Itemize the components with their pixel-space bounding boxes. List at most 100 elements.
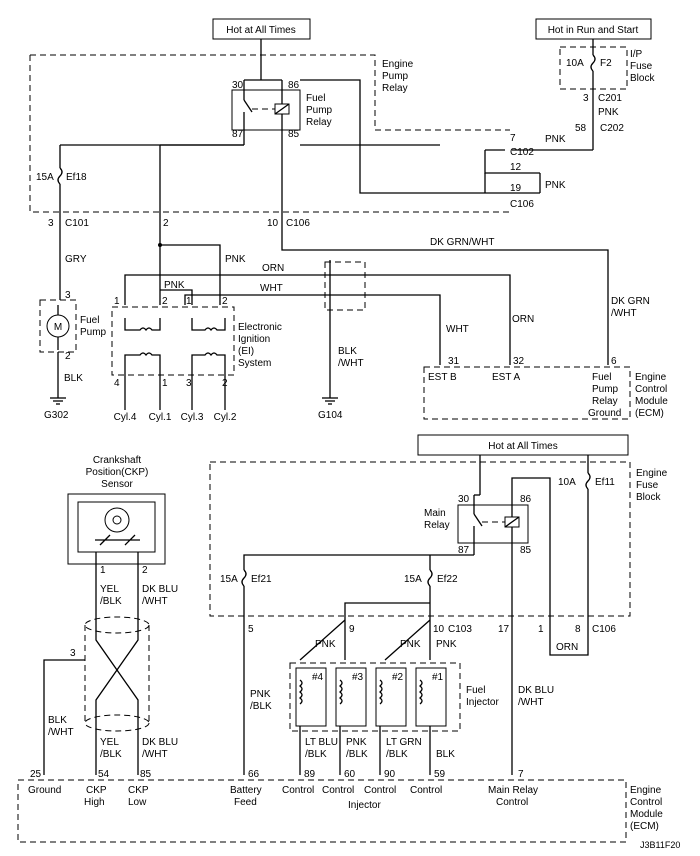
- epr-label-1: Engine: [382, 59, 414, 70]
- efb-pin-10: 10: [433, 624, 445, 635]
- inj-2: #2: [392, 672, 404, 683]
- ecm-pin-6: 6: [611, 356, 617, 367]
- engine-fuse-block: [209, 461, 631, 617]
- efb-1: Engine: [636, 468, 668, 479]
- ckp-3: Sensor: [101, 479, 133, 490]
- cyl-2: Cyl.2: [214, 412, 237, 423]
- epr-label-3: Relay: [382, 83, 408, 94]
- mr-pin-86: 86: [520, 494, 532, 505]
- pnkblk-2: /BLK: [346, 749, 368, 760]
- mr-pin-87: 87: [458, 545, 470, 556]
- bot-ground: Ground: [28, 785, 61, 796]
- ecm-top-2: Control: [635, 384, 667, 395]
- ef21-label: Ef21: [251, 574, 272, 585]
- bot-feed: Feed: [234, 797, 257, 808]
- hot-mid-box: [417, 434, 629, 456]
- ecm-pin-31: 31: [448, 356, 460, 367]
- ip-label-1: I/P: [630, 49, 643, 60]
- ecm-bottom-box: [17, 779, 627, 843]
- c202-label: C202: [600, 123, 624, 134]
- ei-pin-top-3: 1: [186, 296, 192, 307]
- fp-pin-2: 2: [65, 351, 71, 362]
- pnk-label-ei2: PNK: [164, 280, 185, 291]
- blk-wht-s-1: BLK: [48, 715, 67, 726]
- c106-label-3: C106: [592, 624, 616, 635]
- dkblu-b-2: /WHT: [142, 749, 168, 760]
- fpr-pin-85: 85: [288, 129, 300, 140]
- bot-control-5: Control: [496, 797, 528, 808]
- c201-label: C201: [598, 93, 622, 104]
- efb-pin-1: 1: [538, 624, 544, 635]
- pnk-blk-2: /BLK: [250, 701, 272, 712]
- dk-grn-wht-2-1: DK GRN: [611, 296, 650, 307]
- inj-3: #3: [352, 672, 364, 683]
- yel-blk-top-2: /BLK: [100, 596, 122, 607]
- ef22-label: Ef22: [437, 574, 458, 585]
- ecm-bot-1: Engine: [630, 785, 662, 796]
- bot-ckp-high-1: CKP: [86, 785, 107, 796]
- f2-label: F2: [600, 58, 612, 69]
- fprg-2: Pump: [592, 384, 619, 395]
- pnk-inj-3: PNK: [436, 639, 457, 650]
- ip-label-3: Block: [630, 73, 655, 84]
- ei-pin-top-1: 1: [114, 296, 120, 307]
- est-b: EST B: [428, 372, 457, 383]
- diagram-code: J3B11F20: [640, 840, 680, 850]
- cyl-1: Cyl.1: [149, 412, 172, 423]
- ecm-top-3: Module: [635, 396, 668, 407]
- ecm-bot-2: Control: [630, 797, 662, 808]
- pin-25: 25: [30, 769, 42, 780]
- g104-label: G104: [318, 410, 343, 421]
- bot-control-2: Control: [322, 785, 354, 796]
- fuel-injector-box: [289, 662, 461, 732]
- epr-label-2: Pump: [382, 71, 409, 82]
- c106-label-2: C106: [286, 218, 310, 229]
- dkblu-top-2: /WHT: [142, 596, 168, 607]
- ef18-label: Ef18: [66, 172, 87, 183]
- fuel-injector-1: Fuel: [466, 685, 485, 696]
- g302-label: G302: [44, 410, 69, 421]
- c102-label: C102: [510, 147, 534, 158]
- fuel-injector-2: Injector: [466, 697, 499, 708]
- ckp-pin-2: 2: [142, 565, 148, 576]
- ltgrn-2: /BLK: [386, 749, 408, 760]
- fuel-pump-relay: [231, 89, 301, 131]
- pin-85: 85: [140, 769, 152, 780]
- orn-label: ORN: [262, 263, 284, 274]
- hot-at-all-times-label: Hot at All Times: [226, 25, 295, 36]
- ef11-rating: 10A: [558, 477, 576, 488]
- fprg-1: Fuel: [592, 372, 611, 383]
- orn-label-mr: ORN: [556, 642, 578, 653]
- cyl-3: Cyl.3: [181, 412, 204, 423]
- ef21-rating: 15A: [220, 574, 238, 585]
- main-relay-2: Relay: [424, 520, 450, 531]
- pnk-blk-1: PNK: [250, 689, 271, 700]
- ip-label-2: Fuse: [630, 61, 653, 72]
- pnk-label-ei: PNK: [225, 254, 246, 265]
- fpr-label-2: Pump: [306, 105, 333, 116]
- ef18-rating: 15A: [36, 172, 54, 183]
- engine-pump-relay-area-left: [29, 55, 510, 213]
- ei-pin-bot-1: 4: [114, 378, 120, 389]
- bot-ckp-low-1: CKP: [128, 785, 149, 796]
- fpr-pin-86: 86: [288, 80, 300, 91]
- bot-control-4: Control: [410, 785, 442, 796]
- efb-pin-8: 8: [575, 624, 581, 635]
- shield-top: [84, 616, 150, 634]
- ckp-pin-1: 1: [100, 565, 106, 576]
- bot-control-1: Control: [282, 785, 314, 796]
- fpr-label-1: Fuel: [306, 93, 325, 104]
- est-a: EST A: [492, 372, 520, 383]
- dkblu-b-1: DK BLU: [142, 737, 178, 748]
- c202-pin: 58: [575, 123, 587, 134]
- fp-pin-3: 3: [65, 290, 71, 301]
- hot-in-run-label: Hot in Run and Start: [548, 25, 639, 36]
- bot-main-relay: Main Relay: [488, 785, 538, 796]
- ei-label-4: System: [238, 358, 271, 369]
- c201-pin: 3: [583, 93, 589, 104]
- pnkblk-1: PNK: [346, 737, 367, 748]
- ei-pin-top-2: 2: [162, 296, 168, 307]
- wht-label: WHT: [260, 283, 283, 294]
- ckp-2: Position(CKP): [86, 467, 149, 478]
- inj-1: #1: [432, 672, 444, 683]
